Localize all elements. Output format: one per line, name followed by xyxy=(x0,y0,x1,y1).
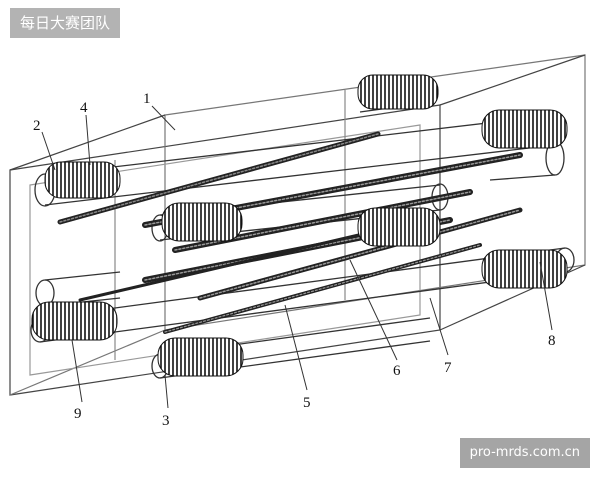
callout-labels: 1 2 3 4 5 6 7 8 9 xyxy=(33,91,556,429)
callout-1: 1 xyxy=(143,91,151,107)
callout-4: 4 xyxy=(80,100,88,116)
coils xyxy=(31,74,568,377)
callout-8: 8 xyxy=(548,333,556,349)
callout-2: 2 xyxy=(33,118,41,134)
callout-9: 9 xyxy=(74,406,82,422)
callout-3: 3 xyxy=(162,413,170,429)
watermark-badge-bottom-right: pro-mrds.com.cn xyxy=(459,438,590,468)
rods xyxy=(57,131,523,334)
watermark-badge-top-left: 每日大赛团队 xyxy=(10,8,121,38)
leader-lines xyxy=(41,105,553,409)
callout-5: 5 xyxy=(303,395,311,411)
callout-7: 7 xyxy=(444,360,452,376)
callout-6: 6 xyxy=(393,363,401,379)
